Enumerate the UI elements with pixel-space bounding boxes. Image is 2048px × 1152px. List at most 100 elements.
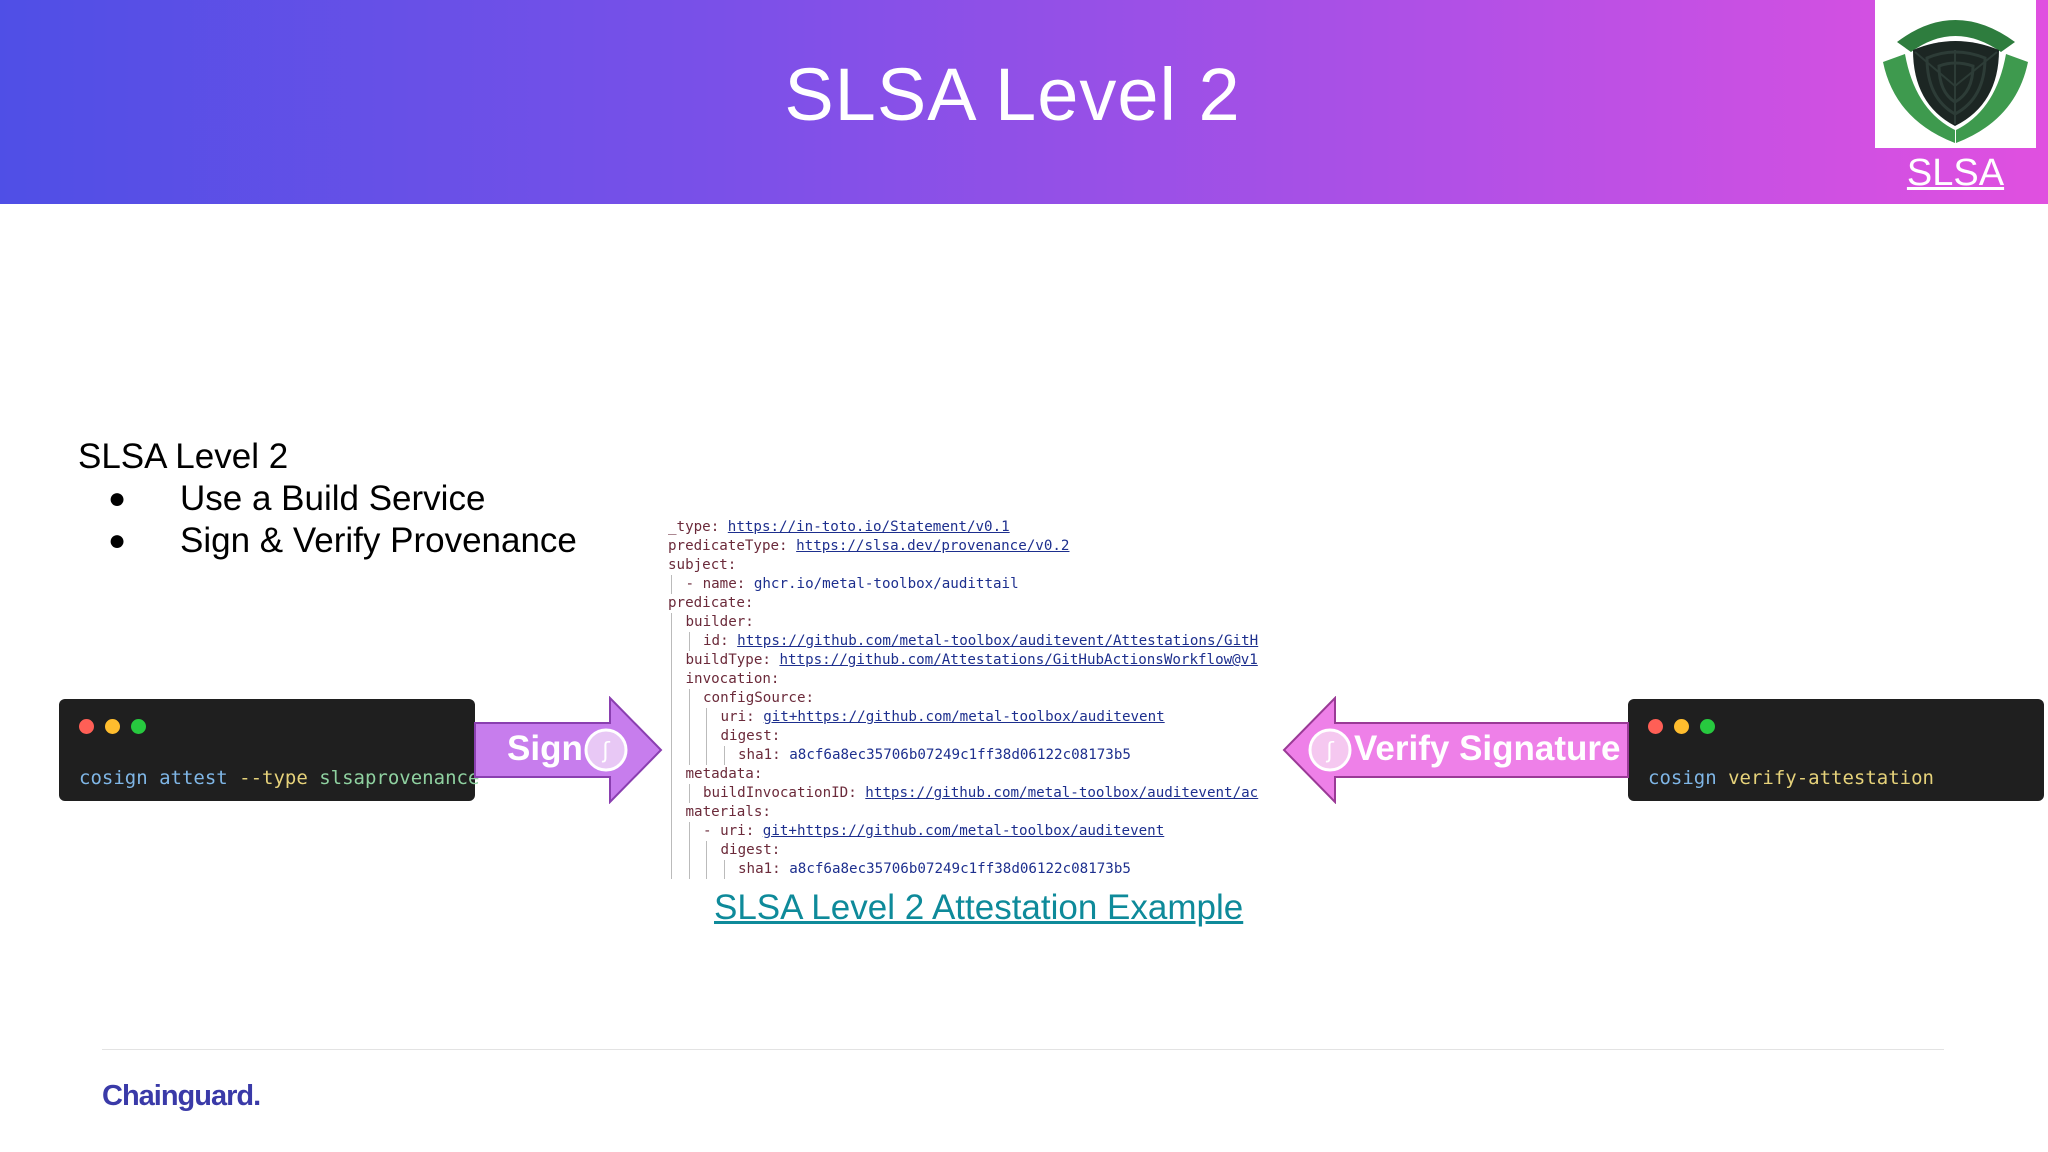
verify-label: Verify Signature: [1354, 729, 1621, 768]
bullet-dot: ●: [108, 524, 127, 557]
terminal-attest: cosign attest --type slsaprovenance: [59, 699, 479, 801]
bullet-list: SLSA Level 2 ● Use a Build Service ● Sig…: [78, 436, 577, 562]
code-url[interactable]: https://github.com/metal-toolbox/auditev…: [865, 785, 1259, 801]
slsa-logo[interactable]: [1875, 0, 2036, 148]
code-line: digest:: [668, 727, 1280, 746]
indent-guide: [688, 689, 690, 708]
indent-guide: [671, 803, 672, 822]
indent-guide: [688, 841, 690, 860]
code-key: materials:: [685, 804, 771, 820]
indent-guide: [671, 613, 672, 632]
minimize-dot: [1674, 719, 1689, 734]
indent-guide: [706, 708, 707, 727]
header-banner: SLSA Level 2: [0, 0, 2048, 204]
code-key: builder:: [685, 614, 754, 630]
indent-guide: [706, 727, 707, 746]
code-key: predicate:: [668, 595, 754, 611]
indent-guide: [706, 860, 707, 879]
indent-guide: [723, 746, 725, 765]
indent-guide: [671, 746, 672, 765]
code-line: digest:: [668, 841, 1280, 860]
svg-text:ʃ: ʃ: [1325, 739, 1334, 764]
bullet-text: Sign & Verify Provenance: [180, 521, 577, 560]
footer-divider: [102, 1049, 1944, 1050]
bullet-heading: SLSA Level 2: [78, 437, 289, 476]
code-line: materials:: [668, 803, 1280, 822]
indent-guide: [671, 841, 672, 860]
indent-guide: [723, 860, 725, 879]
sigstore-icon: ʃ: [584, 728, 628, 772]
indent-guide: [688, 727, 690, 746]
indent-guide: [671, 689, 672, 708]
code-value: ghcr.io/metal-toolbox/audittail: [753, 576, 1019, 592]
sign-arrow: ʃ: [474, 696, 663, 804]
indent-guide: [671, 765, 672, 784]
window-controls: [79, 719, 146, 734]
code-line: _type: https://in-toto.io/Statement/v0.1: [668, 518, 1280, 537]
bullet-text: Use a Build Service: [180, 479, 486, 518]
code-url[interactable]: https://github.com/metal-toolbox/auditev…: [737, 633, 1259, 649]
bullet-dot: ●: [108, 482, 127, 515]
indent-guide: [688, 860, 690, 879]
indent-guide: [671, 727, 672, 746]
code-url[interactable]: https://github.com/Attestations/GitHubAc…: [779, 652, 1258, 668]
command-text: cosign attest --type slsaprovenance: [79, 767, 480, 789]
code-url[interactable]: https://in-toto.io/Statement/v0.1: [727, 519, 1010, 535]
code-line: configSource:: [668, 689, 1280, 708]
indent-guide: [688, 632, 690, 651]
bullet-item: ● Use a Build Service: [78, 478, 577, 520]
code-url[interactable]: git+https://github.com/metal-toolbox/aud…: [762, 823, 1165, 839]
code-line: - uri: git+https://github.com/metal-tool…: [668, 822, 1280, 841]
attestation-code-block: _type: https://in-toto.io/Statement/v0.1…: [668, 518, 1280, 880]
attestation-example-link[interactable]: SLSA Level 2 Attestation Example: [714, 888, 1244, 927]
maximize-dot: [1700, 719, 1715, 734]
indent-guide: [688, 784, 690, 803]
code-key: - uri:: [703, 823, 755, 839]
code-key: digest:: [720, 728, 781, 744]
bullet-item: ● Sign & Verify Provenance: [78, 520, 577, 562]
code-line: predicateType: https://slsa.dev/provenan…: [668, 537, 1280, 556]
maximize-dot: [131, 719, 146, 734]
page-title: SLSA Level 2: [784, 53, 1241, 136]
code-key: predicateType:: [668, 538, 788, 554]
indent-guide: [688, 822, 690, 841]
code-line: buildType: https://github.com/Attestatio…: [668, 651, 1280, 670]
indent-guide: [706, 746, 707, 765]
window-controls: [1648, 719, 1715, 734]
code-key: invocation:: [685, 671, 780, 687]
code-url[interactable]: https://slsa.dev/provenance/v0.2: [796, 538, 1070, 554]
indent-guide: [671, 632, 672, 651]
code-key: digest:: [720, 842, 781, 858]
minimize-dot: [105, 719, 120, 734]
code-key: _type:: [668, 519, 720, 535]
code-line: metadata:: [668, 765, 1280, 784]
code-line: uri: git+https://github.com/metal-toolbo…: [668, 708, 1280, 727]
indent-guide: [671, 708, 672, 727]
verify-arrow: ʃ: [1282, 696, 1629, 804]
indent-guide: [671, 860, 672, 879]
code-key: uri:: [720, 709, 755, 725]
slsa-link[interactable]: SLSA: [1906, 152, 2005, 194]
code-line: id: https://github.com/metal-toolbox/aud…: [668, 632, 1280, 651]
svg-text:ʃ: ʃ: [601, 739, 610, 764]
terminal-verify: cosign verify-attestation: [1628, 699, 2044, 801]
indent-guide: [688, 708, 690, 727]
code-line: - name: ghcr.io/metal-toolbox/audittail: [668, 575, 1280, 594]
indent-guide: [671, 822, 672, 841]
indent-guide: [706, 841, 707, 860]
code-line: sha1: a8cf6a8ec35706b07249c1ff38d06122c0…: [668, 860, 1280, 879]
indent-guide: [671, 784, 672, 803]
close-dot: [1648, 719, 1663, 734]
close-dot: [79, 719, 94, 734]
code-key: buildInvocationID:: [703, 785, 857, 801]
indent-guide: [671, 670, 672, 689]
code-line: builder:: [668, 613, 1280, 632]
code-url[interactable]: git+https://github.com/metal-toolbox/aud…: [763, 709, 1165, 725]
code-key: configSource:: [703, 690, 815, 706]
chainguard-logo: Chainguard.: [102, 1080, 261, 1112]
command-text: cosign verify-attestation: [1648, 767, 1934, 789]
sigstore-icon: ʃ: [1308, 728, 1352, 772]
indent-guide: [688, 746, 690, 765]
code-line: predicate:: [668, 594, 1280, 613]
code-value: a8cf6a8ec35706b07249c1ff38d06122c08173b5: [789, 861, 1131, 877]
